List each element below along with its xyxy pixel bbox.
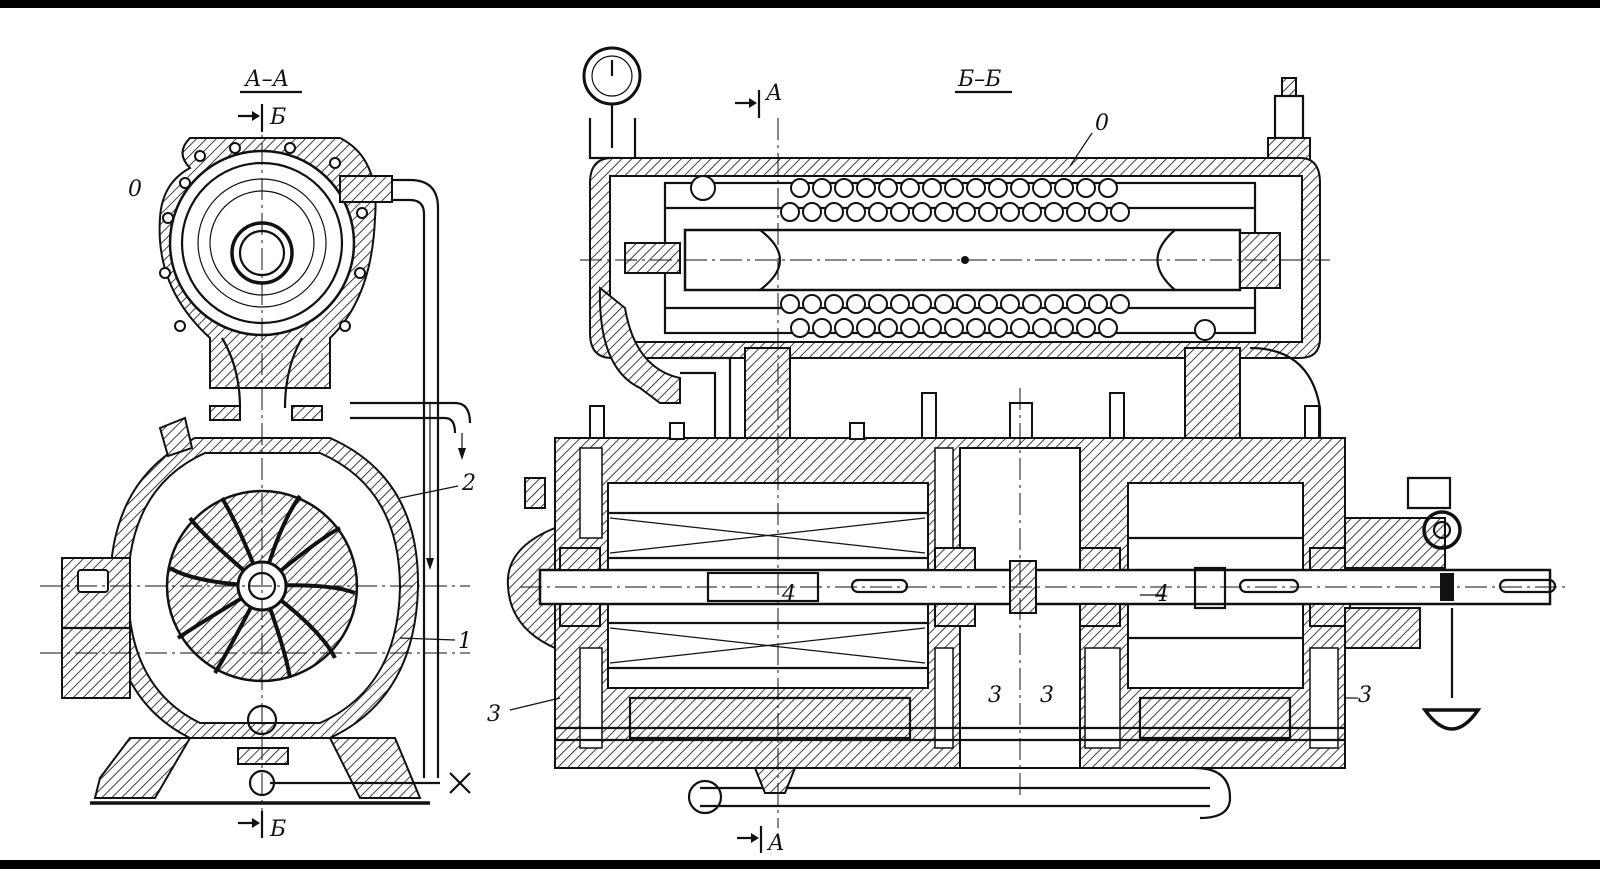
engineering-drawing: А–А Б bbox=[40, 46, 1570, 856]
drawing-sheet: А–А Б bbox=[0, 8, 1600, 860]
callout-3-left: 3 bbox=[487, 702, 501, 727]
cut-label-bottom-left: Б bbox=[269, 817, 286, 842]
callout-3-right: 3 bbox=[1358, 683, 1372, 708]
section-a-title: А–А bbox=[243, 67, 289, 92]
pipe-right bbox=[339, 175, 472, 778]
callout-4-right: 4 bbox=[1154, 582, 1169, 607]
callout-3-mid-left: 3 bbox=[988, 683, 1002, 708]
cut-marker-top-right: А bbox=[735, 81, 783, 118]
callout-o-right: 0 bbox=[1095, 111, 1109, 136]
pressure-gauge-icon bbox=[582, 46, 642, 160]
section-b-view: Б–Б А bbox=[487, 46, 1570, 856]
section-a-view: А–А Б bbox=[40, 67, 476, 842]
condenser-tubes bbox=[690, 175, 1216, 341]
condenser-supports bbox=[598, 285, 1322, 439]
callout-o-left: 0 bbox=[128, 177, 142, 202]
cut-marker-bottom-right: А bbox=[737, 826, 785, 856]
callout-4-left: 4 bbox=[781, 582, 796, 607]
safety-valve-icon bbox=[1267, 77, 1311, 169]
callout-3-mid-right: 3 bbox=[1040, 683, 1054, 708]
cut-label-top-right: А bbox=[764, 81, 783, 106]
pump-casing bbox=[61, 416, 471, 805]
bottom-pipe bbox=[687, 766, 1232, 820]
condenser-body bbox=[589, 157, 1321, 359]
section-b-title: Б–Б bbox=[957, 67, 1001, 92]
callout-1: 1 bbox=[458, 629, 472, 654]
top-studs bbox=[589, 392, 1320, 440]
cut-label-bottom-right: А bbox=[766, 831, 785, 856]
callout-2: 2 bbox=[461, 471, 476, 496]
cut-marker-bottom-left: Б bbox=[238, 811, 286, 842]
drive-end bbox=[1344, 476, 1482, 731]
cut-label-top-left: Б bbox=[269, 105, 286, 130]
bearings bbox=[559, 547, 1351, 627]
